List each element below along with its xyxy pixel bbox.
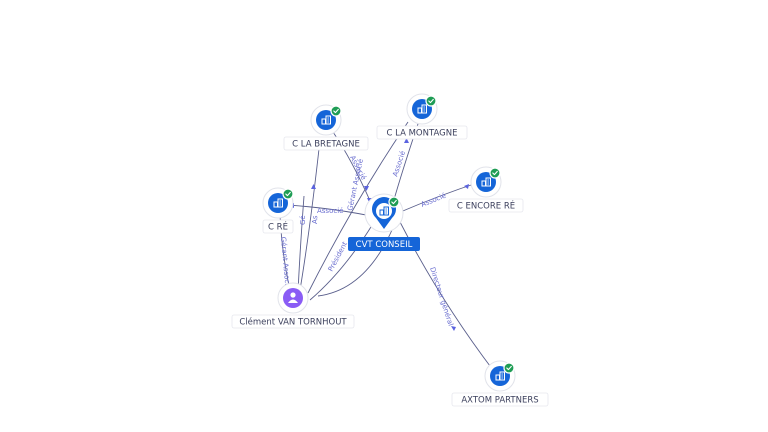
edge-cvt-re[interactable]: [287, 204, 367, 216]
node-c-la-montagne[interactable]: C LA MONTAGNE: [376, 93, 468, 140]
edge-label-gerant-short: Gé: [299, 215, 307, 225]
edge-label-president: Président: [327, 240, 350, 273]
node-c-encore-re[interactable]: C ENCORE RÉ: [448, 166, 524, 213]
arrow-icon: [404, 138, 409, 143]
arrow-icon: [364, 186, 369, 191]
edge-clement-montagne[interactable]: [307, 121, 409, 294]
edge-clement-cvt[interactable]: [309, 221, 375, 301]
edge-clement-re-2[interactable]: [297, 195, 305, 293]
edge-label-directeur-general: Directeur général: [428, 266, 455, 327]
node-label: C LA MONTAGNE: [387, 129, 458, 139]
node-label: AXTOM PARTNERS: [461, 396, 538, 406]
edge-label-associe-re: Associé: [317, 207, 343, 215]
node-cvt-conseil[interactable]: CVT CONSEIL: [348, 193, 420, 251]
edge-label-associe-short: As: [311, 215, 319, 224]
node-label: C ENCORE RÉ: [457, 200, 515, 212]
edge-label-gerant-associe: Gérant Associé: [346, 158, 365, 211]
node-label: Clément VAN TORNHOUT: [239, 317, 347, 328]
building-icon: [379, 206, 389, 216]
edge-clement-bretagne[interactable]: [299, 139, 321, 291]
node-label: C LA BRETAGNE: [292, 140, 360, 150]
node-c-la-bretagne[interactable]: C LA BRETAGNE: [283, 104, 369, 151]
node-axtom-partners[interactable]: AXTOM PARTNERS: [451, 360, 549, 407]
person-icon: [288, 292, 298, 303]
node-c-re[interactable]: C RÉ: [262, 187, 294, 234]
edge-label-associe-encore: Associé: [420, 192, 448, 209]
node-clement-van-tornhout[interactable]: Clément VAN TORNHOUT: [231, 282, 355, 329]
node-label-main: CVT CONSEIL: [356, 240, 413, 250]
edge-label-gerant-associe-re: Gérant Associé: [279, 236, 292, 289]
arrow-icon: [311, 184, 316, 189]
arrow-icon: [451, 326, 456, 331]
node-label: C RÉ: [268, 221, 288, 233]
arrow-icon: [464, 184, 469, 189]
node-circle: [283, 288, 303, 308]
